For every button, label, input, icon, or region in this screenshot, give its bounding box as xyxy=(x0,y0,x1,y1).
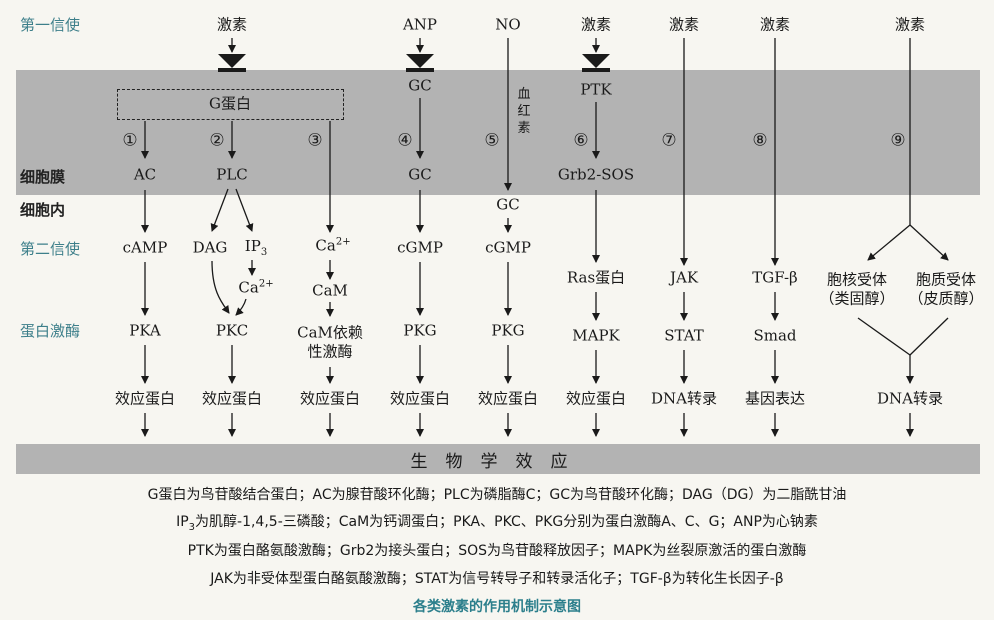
ca-label-p3: Ca2+ xyxy=(315,236,351,255)
gc-receptor: GC xyxy=(408,76,432,95)
soluble-gc: GC xyxy=(496,195,520,214)
pathway-number-1: ① xyxy=(122,130,138,151)
cam-label: CaM xyxy=(312,281,348,300)
ip3-label: IP3 xyxy=(244,236,268,258)
tgf-beta-label: TGF-β xyxy=(752,268,798,287)
figure-caption: 各类激素的作用机制示意图 xyxy=(413,599,581,615)
cytoplasmic-receptor: 胞质受体（皮质醇） xyxy=(908,270,984,307)
ac-enzyme: AC xyxy=(133,165,157,184)
gene-expression-8: 基因表达 xyxy=(744,389,806,408)
dag-label: DAG xyxy=(192,238,228,257)
note-line-2: IP3为肌醇-1,4,5-三磷酸；CaM为钙调蛋白；PKA、PKC、PKG分别为… xyxy=(176,514,818,533)
dna-transcription-7: DNA转录 xyxy=(651,389,717,408)
effector-6: 效应蛋白 xyxy=(565,389,627,408)
smad-label: Smad xyxy=(753,326,797,345)
receptor-icons xyxy=(218,54,610,72)
ptk-receptor: PTK xyxy=(580,80,612,99)
effector-5: 效应蛋白 xyxy=(477,389,539,408)
hormone-8: 激素 xyxy=(759,15,791,34)
pathway-number-3: ③ xyxy=(307,130,323,151)
dna-transcription-9: DNA转录 xyxy=(877,389,943,408)
g-protein-label: G蛋白 xyxy=(209,94,251,113)
nuclear-receptor: 胞核受体（类固醇） xyxy=(819,270,895,307)
biological-effect-label: 生物学效应 xyxy=(410,451,586,472)
ras-protein: Ras蛋白 xyxy=(566,268,626,287)
pathway-number-8: ⑧ xyxy=(752,130,768,151)
no-label: NO xyxy=(495,15,521,34)
note-line-3: PTK为蛋白酪氨酸激酶；Grb2为接头蛋白；SOS为鸟苷酸释放因子；MAPK为丝… xyxy=(187,543,807,559)
anp-label: ANP xyxy=(402,15,438,34)
hormone-7: 激素 xyxy=(668,15,700,34)
pathway-number-9: ⑨ xyxy=(890,130,906,151)
effector-1: 效应蛋白 xyxy=(114,389,176,408)
cam-dependent-kinase: CaM依赖性激酶 xyxy=(297,323,363,360)
pathway-number-2: ② xyxy=(209,130,225,151)
label-cell-membrane: 细胞膜 xyxy=(20,168,66,186)
stat-label: STAT xyxy=(664,326,704,345)
label-intracellular: 细胞内 xyxy=(20,201,66,219)
membrane-band xyxy=(16,70,980,195)
pathway-number-7: ⑦ xyxy=(661,130,677,151)
ca-label-p2: Ca2+ xyxy=(238,278,274,297)
note-line-4: JAK为非受体型蛋白酪氨酸激酶；STAT为信号转导子和转录活化子；TGF-β为转… xyxy=(210,571,784,587)
effector-2: 效应蛋白 xyxy=(201,389,263,408)
mapk-label: MAPK xyxy=(572,326,620,345)
cgmp-label-p4: cGMP xyxy=(397,238,443,257)
label-first-messenger: 第一信使 xyxy=(20,16,81,34)
jak-label: JAK xyxy=(669,268,699,287)
effector-3: 效应蛋白 xyxy=(299,389,361,408)
label-second-messenger: 第二信使 xyxy=(20,240,81,258)
effector-4: 效应蛋白 xyxy=(389,389,451,408)
pathway-number-6: ⑥ xyxy=(573,130,589,151)
label-protein-kinase: 蛋白激酶 xyxy=(20,322,81,340)
hormone-9: 激素 xyxy=(894,15,926,34)
heme-label: 血 红 素 xyxy=(517,87,531,136)
biological-effect-band: 生物学效应 xyxy=(16,444,980,474)
pathway-number-5: ⑤ xyxy=(484,130,500,151)
pathway-number-4: ④ xyxy=(397,130,413,151)
pkg-label-p5: PKG xyxy=(491,321,525,340)
gc-enzyme: GC xyxy=(408,165,432,184)
pkc-label: PKC xyxy=(215,321,249,340)
plc-enzyme: PLC xyxy=(216,165,248,184)
hormone-6: 激素 xyxy=(580,15,612,34)
cgmp-label-p5: cGMP xyxy=(485,238,531,257)
pka-label: PKA xyxy=(129,321,161,340)
note-line-1: G蛋白为鸟苷酸结合蛋白；AC为腺苷酸环化酶；PLC为磷脂酶C；GC为鸟苷酸环化酶… xyxy=(147,487,847,503)
grb2-sos: Grb2-SOS xyxy=(557,165,635,184)
hormone-1: 激素 xyxy=(216,15,248,34)
g-protein-box xyxy=(117,89,344,120)
pkg-label-p4: PKG xyxy=(403,321,437,340)
camp-label: cAMP xyxy=(122,238,168,257)
